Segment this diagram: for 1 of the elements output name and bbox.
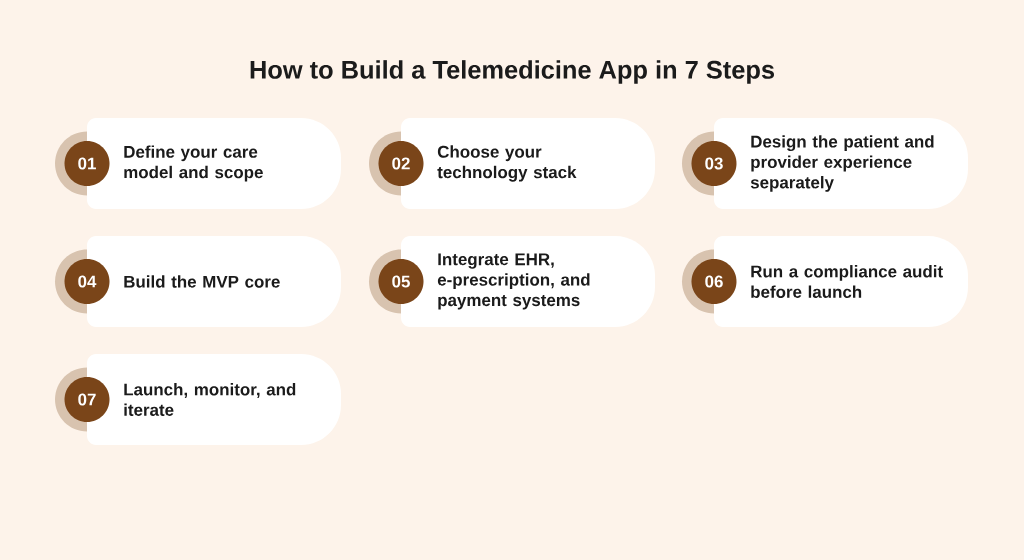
title: How to Build a Telemedicine App in 7 Steps — [250, 60, 774, 84]
